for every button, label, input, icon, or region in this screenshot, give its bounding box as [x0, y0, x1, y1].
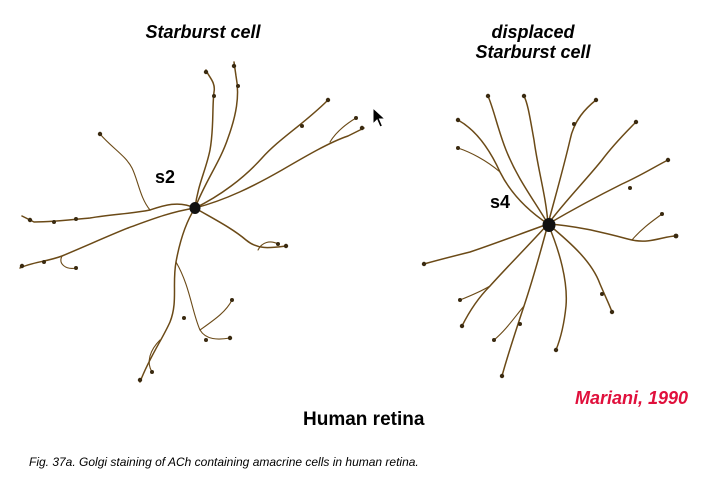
left-cell-title: Starburst cell [145, 22, 261, 42]
figure-caption: Fig. 37a. Golgi staining of ACh containi… [29, 455, 419, 469]
left-cell-soma [189, 202, 201, 214]
mouse-pointer-arrow-icon [372, 107, 387, 128]
right-cell-title-line1: displaced [491, 22, 575, 42]
figure-subject-title: Human retina [303, 409, 425, 430]
left-cell-label: s2 [155, 167, 176, 187]
right-cell-soma [542, 218, 556, 232]
right-cell-label: s4 [490, 192, 511, 212]
citation-credit: Mariani, 1990 [575, 388, 689, 408]
right-cell-title-line2: Starburst cell [475, 42, 591, 62]
